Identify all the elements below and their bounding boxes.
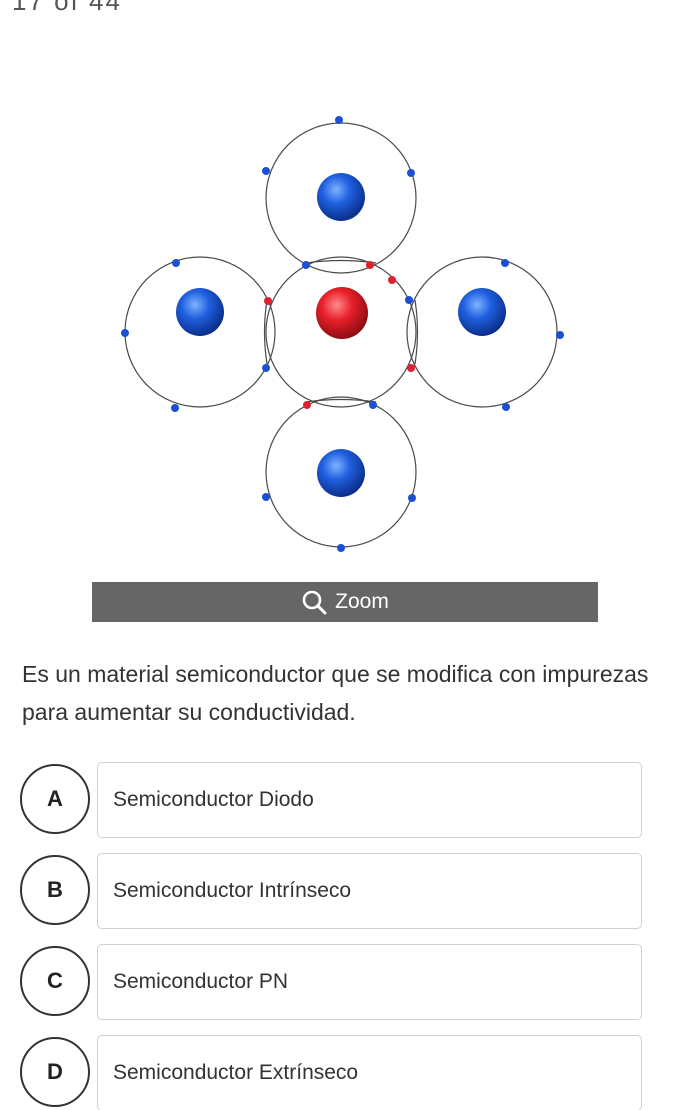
question-text: Es un material semiconductor que se modi… <box>22 661 649 725</box>
electrons-red <box>264 261 415 409</box>
atom-lattice-diagram <box>121 116 564 552</box>
option-a[interactable]: A Semiconductor Diodo <box>20 762 644 838</box>
option-c-letter[interactable]: C <box>20 946 90 1016</box>
option-c-answer[interactable]: Semiconductor PN <box>97 944 642 1020</box>
zoom-button[interactable]: Zoom <box>92 582 598 622</box>
option-d-label: Semiconductor Extrínseco <box>113 1061 359 1084</box>
search-icon <box>302 590 327 615</box>
nucleus-left <box>176 288 224 336</box>
question-progress: 17 of 44 <box>12 0 122 16</box>
nucleus-bottom <box>317 449 365 497</box>
nucleus-right <box>458 288 506 336</box>
option-a-letter[interactable]: A <box>20 764 90 834</box>
nucleus-top <box>317 173 365 221</box>
bond-right <box>414 299 419 365</box>
option-d-letter[interactable]: D <box>20 1037 90 1107</box>
option-d-answer[interactable]: Semiconductor Extrínseco <box>97 1035 642 1110</box>
bond-left <box>263 299 268 365</box>
option-d[interactable]: D Semiconductor Extrínseco <box>20 1035 644 1110</box>
nucleus-center <box>316 287 368 339</box>
bond-bottom <box>305 398 377 403</box>
orbit-right <box>406 256 558 408</box>
option-a-answer[interactable]: Semiconductor Diodo <box>97 762 642 838</box>
option-b[interactable]: B Semiconductor Intrínseco <box>20 853 644 929</box>
zoom-label: Zoom <box>335 590 389 613</box>
option-c-label: Semiconductor PN <box>113 970 289 993</box>
option-c[interactable]: C Semiconductor PN <box>20 944 644 1020</box>
option-b-letter[interactable]: B <box>20 855 90 925</box>
option-a-label: Semiconductor Diodo <box>113 788 314 811</box>
option-b-label: Semiconductor Intrínseco <box>113 879 352 902</box>
orbit-center <box>265 256 417 408</box>
option-b-answer[interactable]: Semiconductor Intrínseco <box>97 853 642 929</box>
electrons-blue <box>121 116 564 552</box>
